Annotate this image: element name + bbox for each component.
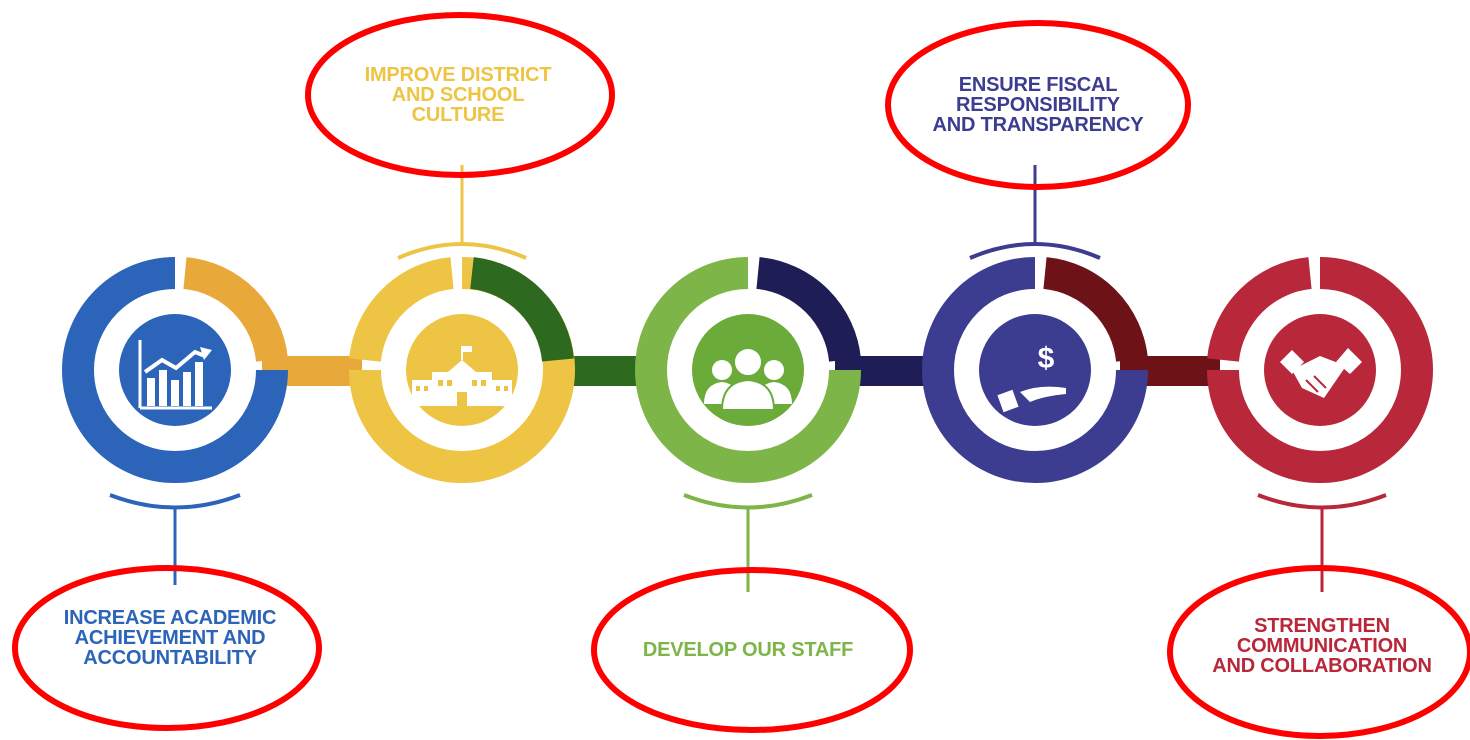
goal-ring-fiscal	[922, 257, 1148, 483]
money-hand-icon: $	[997, 342, 1066, 413]
leader-arc-academic	[109, 493, 241, 510]
bar-chart-icon	[138, 340, 212, 410]
goal-label-line: DEVELOP OUR STAFF	[642, 639, 854, 661]
goal-label-line: ACHIEVEMENT AND	[74, 627, 266, 649]
school-building-icon	[412, 346, 512, 406]
goal-label-line: COMMUNICATION	[1236, 635, 1408, 657]
highlight-ellipse-culture	[305, 12, 615, 178]
goal-ring-academic	[62, 257, 288, 483]
highlight-ellipse-communication	[1167, 565, 1470, 739]
leader-arc-communication	[1257, 493, 1387, 510]
svg-text:$: $	[1038, 342, 1055, 375]
highlight-ellipse-fiscal	[885, 20, 1191, 190]
goal-label-line: ENSURE FISCAL	[958, 74, 1118, 96]
handshake-icon	[1280, 348, 1362, 398]
leader-arc-fiscal	[969, 242, 1101, 260]
highlight-ellipse-academic	[12, 565, 322, 731]
goal-label-line: AND TRANSPARENCY	[932, 114, 1144, 136]
goal-label-line: AND SCHOOL	[391, 84, 525, 106]
leader-arc-culture	[397, 242, 527, 260]
people-group-icon	[704, 347, 792, 411]
goal-label-line: CULTURE	[411, 104, 505, 126]
goal-label-academic: INCREASE ACADEMIC ACHIEVEMENT AND ACCOUN…	[20, 608, 320, 668]
leader-arc-staff	[683, 493, 813, 510]
goal-label-line: STRENGTHEN	[1254, 615, 1390, 637]
highlight-ellipse-staff	[591, 567, 913, 733]
goal-label-line: INCREASE ACADEMIC	[63, 607, 277, 629]
goal-label-line: AND COLLABORATION	[1212, 655, 1432, 677]
goal-label-line: ACCOUNTABILITY	[83, 647, 257, 669]
goal-label-line: IMPROVE DISTRICT	[364, 64, 552, 86]
goal-label-staff: DEVELOP OUR STAFF	[598, 640, 898, 660]
goal-label-fiscal: ENSURE FISCAL RESPONSIBILITY AND TRANSPA…	[888, 75, 1188, 135]
goal-label-communication: STRENGTHEN COMMUNICATION AND COLLABORATI…	[1172, 616, 1470, 676]
goal-label-line: RESPONSIBILITY	[956, 94, 1120, 116]
goal-label-culture: IMPROVE DISTRICT AND SCHOOL CULTURE	[308, 65, 608, 125]
